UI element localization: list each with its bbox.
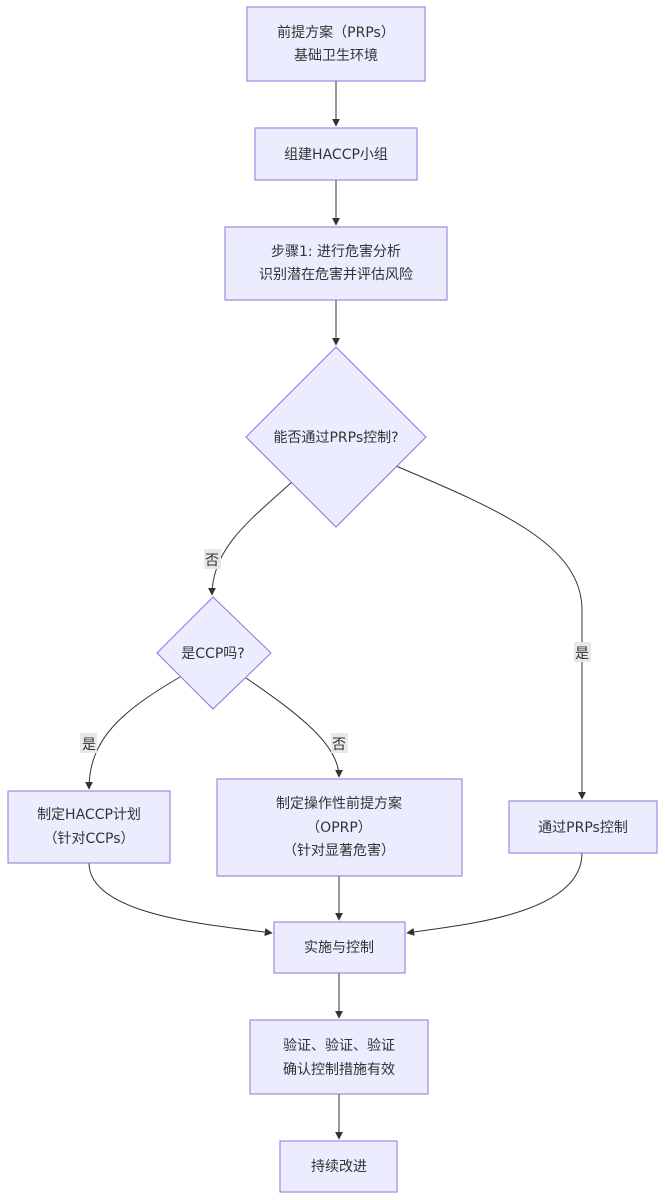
node-prp: 前提方案（PRPs） 基础卫生环境 [246, 6, 426, 82]
edge-label-no1: 否 [204, 549, 221, 569]
node-haccp-plan: 制定HACCP计划 （针对CCPs） [7, 790, 171, 864]
edge-label-text: 否 [332, 737, 346, 753]
node-improve-line-1: 持续改进 [311, 1158, 367, 1175]
node-prp-line-1: 前提方案（PRPs） [277, 24, 395, 41]
node-verify: 验证、验证、验证 确认控制措施有效 [249, 1019, 429, 1095]
edge-label-no2: 否 [331, 733, 348, 753]
decision-prp-control-text: 能否通过PRPs控制? [273, 430, 398, 446]
edge-viaprp-implement [406, 852, 583, 936]
node-improve: 持续改进 [279, 1140, 398, 1193]
node-via-prp-line-1: 通过PRPs控制 [538, 820, 628, 836]
edge-label-text: 是 [82, 737, 96, 753]
node-via-prp: 通过PRPs控制 [508, 800, 658, 854]
node-implement-line-1: 实施与控制 [304, 940, 374, 956]
node-step1: 步骤1: 进行危害分析 识别潜在危害并评估风险 [224, 226, 448, 301]
node-haccp-line-2: （针对CCPs） [43, 831, 134, 847]
node-team-line-1: 组建HACCP小组 [284, 147, 388, 163]
edges [85, 81, 586, 1140]
edge-label-text: 否 [205, 553, 219, 569]
node-oprp: 制定操作性前提方案 （OPRP） （针对显著危害） [216, 778, 463, 877]
node-oprp-line-2: （OPRP） [306, 820, 372, 836]
decision-is-ccp-text: 是CCP吗? [181, 646, 244, 662]
edge-qprp-viaprp [395, 465, 586, 800]
decision-prp-control: 能否通过PRPs控制? [245, 346, 427, 528]
node-haccp-line-1: 制定HACCP计划 [37, 807, 141, 823]
node-team: 组建HACCP小组 [254, 127, 418, 181]
edge-label-text: 是 [575, 646, 589, 662]
node-step1-line-2: 识别潜在危害并评估风险 [259, 267, 413, 283]
node-oprp-line-1: 制定操作性前提方案 [276, 795, 402, 812]
edge-qccp-haccp [85, 676, 181, 790]
node-oprp-line-3: （针对显著危害） [283, 843, 395, 859]
node-step1-line-1: 步骤1: 进行危害分析 [271, 244, 401, 260]
edge-qprp-qccp [208, 481, 293, 596]
edge-label-yes1: 是 [574, 642, 591, 662]
edge-qccp-oprp [245, 677, 343, 778]
node-verify-line-2: 确认控制措施有效 [283, 1062, 395, 1078]
edge-haccp-implement [88, 862, 273, 937]
node-prp-line-2: 基础卫生环境 [294, 47, 378, 64]
decision-is-ccp: 是CCP吗? [156, 596, 272, 710]
node-implement: 实施与控制 [273, 921, 406, 974]
edge-label-yes2: 是 [80, 733, 97, 753]
node-verify-line-1: 验证、验证、验证 [283, 1038, 395, 1054]
